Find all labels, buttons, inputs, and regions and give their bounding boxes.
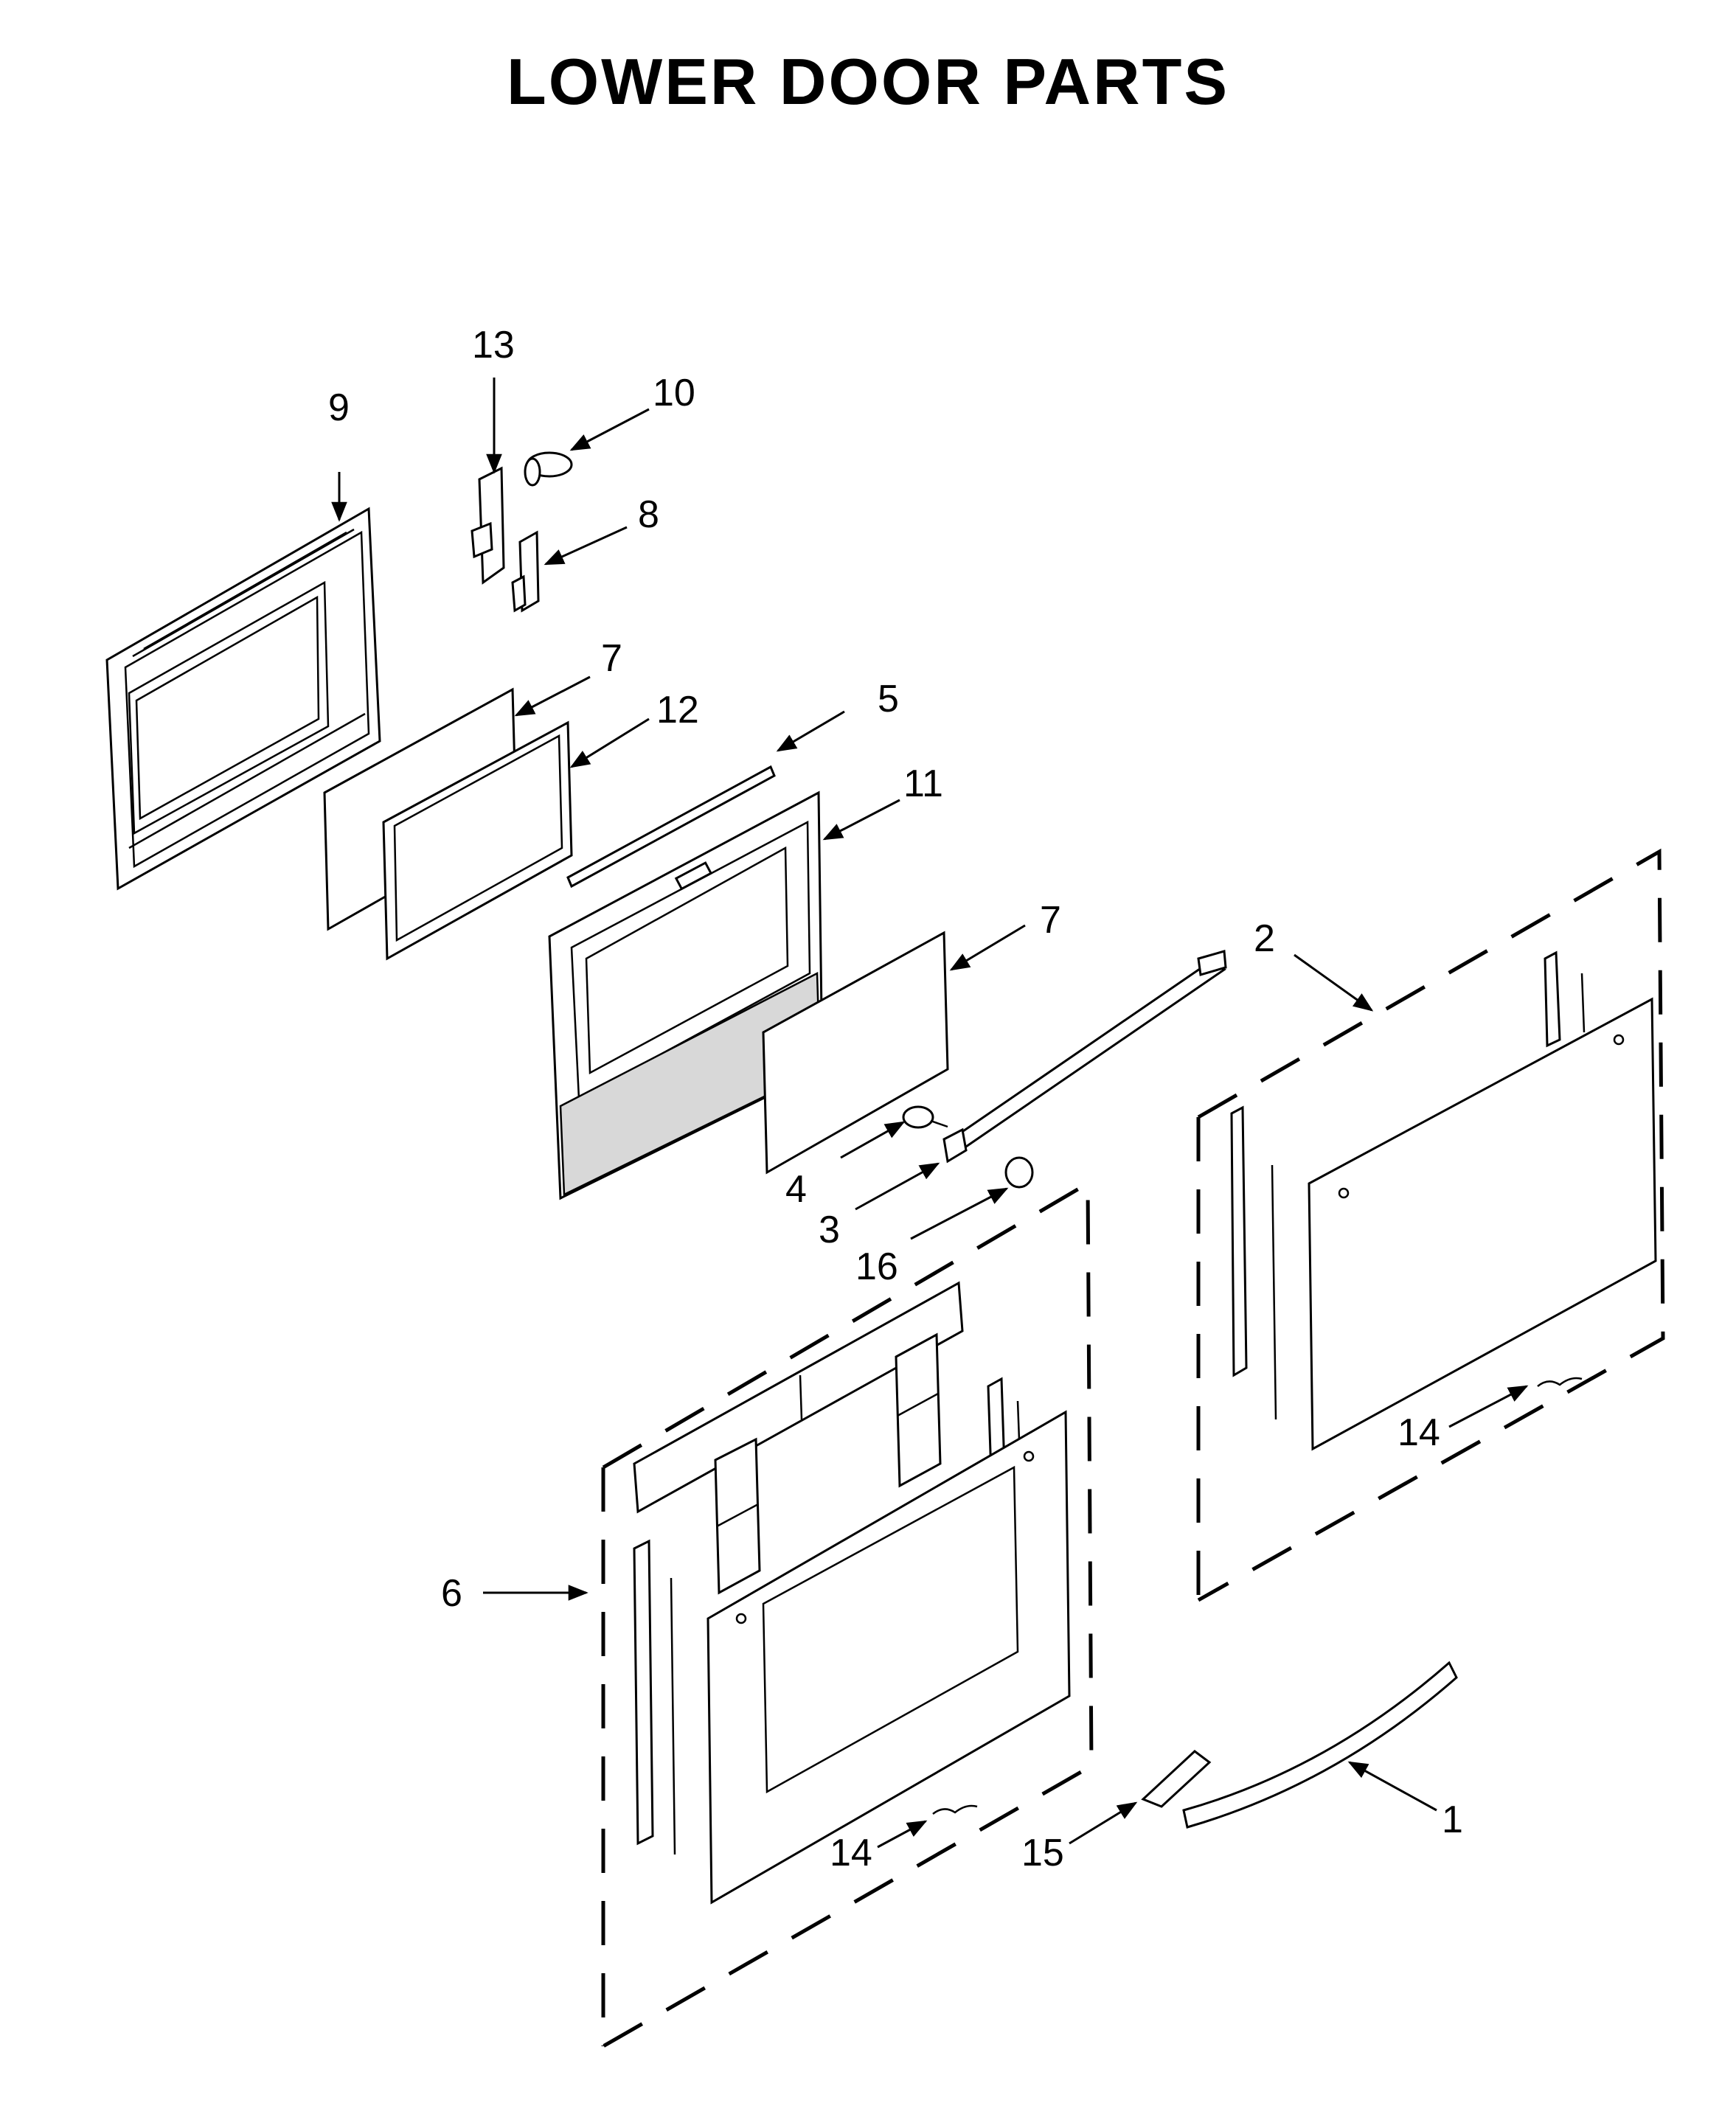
part-12-gasket	[382, 720, 573, 961]
callout-labels: 1 2 3 4 5 6 7 7 8 9 10 11 12 13 14 14 15…	[328, 324, 1463, 1874]
callout-1: 1	[1442, 1798, 1463, 1841]
callout-9: 9	[328, 386, 350, 429]
part-8-hinge	[511, 530, 540, 613]
callout-15: 15	[1021, 1832, 1064, 1874]
part-13-bracket	[471, 466, 505, 585]
callout-6: 6	[441, 1572, 462, 1615]
leader-lines	[331, 378, 1529, 1849]
part-15-end-cap	[1141, 1750, 1212, 1808]
callout-14a: 14	[1398, 1411, 1440, 1454]
callout-5: 5	[878, 678, 899, 720]
callout-14b: 14	[830, 1832, 872, 1874]
callout-4: 4	[785, 1168, 807, 1211]
part-2-assembly	[1196, 848, 1665, 1602]
page-title: LOWER DOOR PARTS	[506, 45, 1230, 118]
part-3-bar	[942, 950, 1227, 1164]
part-9-inner-door-liner	[105, 507, 381, 891]
part-7-glass-lower	[762, 931, 949, 1175]
callout-16: 16	[855, 1245, 898, 1288]
callout-11: 11	[903, 762, 943, 805]
part-6-assembly	[601, 1180, 1094, 2048]
callout-7b: 7	[1040, 899, 1061, 942]
part-1-handle	[1182, 1661, 1458, 1829]
part-4-screw	[902, 1105, 948, 1129]
callout-3: 3	[819, 1209, 840, 1251]
callout-7a: 7	[601, 637, 622, 680]
part-5-top-strip	[566, 765, 776, 889]
callout-10: 10	[653, 372, 695, 414]
callout-13: 13	[472, 324, 515, 366]
callout-2: 2	[1254, 917, 1275, 960]
callout-8: 8	[638, 493, 659, 536]
part-16-washer	[1004, 1156, 1034, 1189]
part-10-screw	[524, 451, 573, 487]
part-11-door-frame	[548, 790, 824, 1200]
callout-12: 12	[656, 689, 699, 731]
